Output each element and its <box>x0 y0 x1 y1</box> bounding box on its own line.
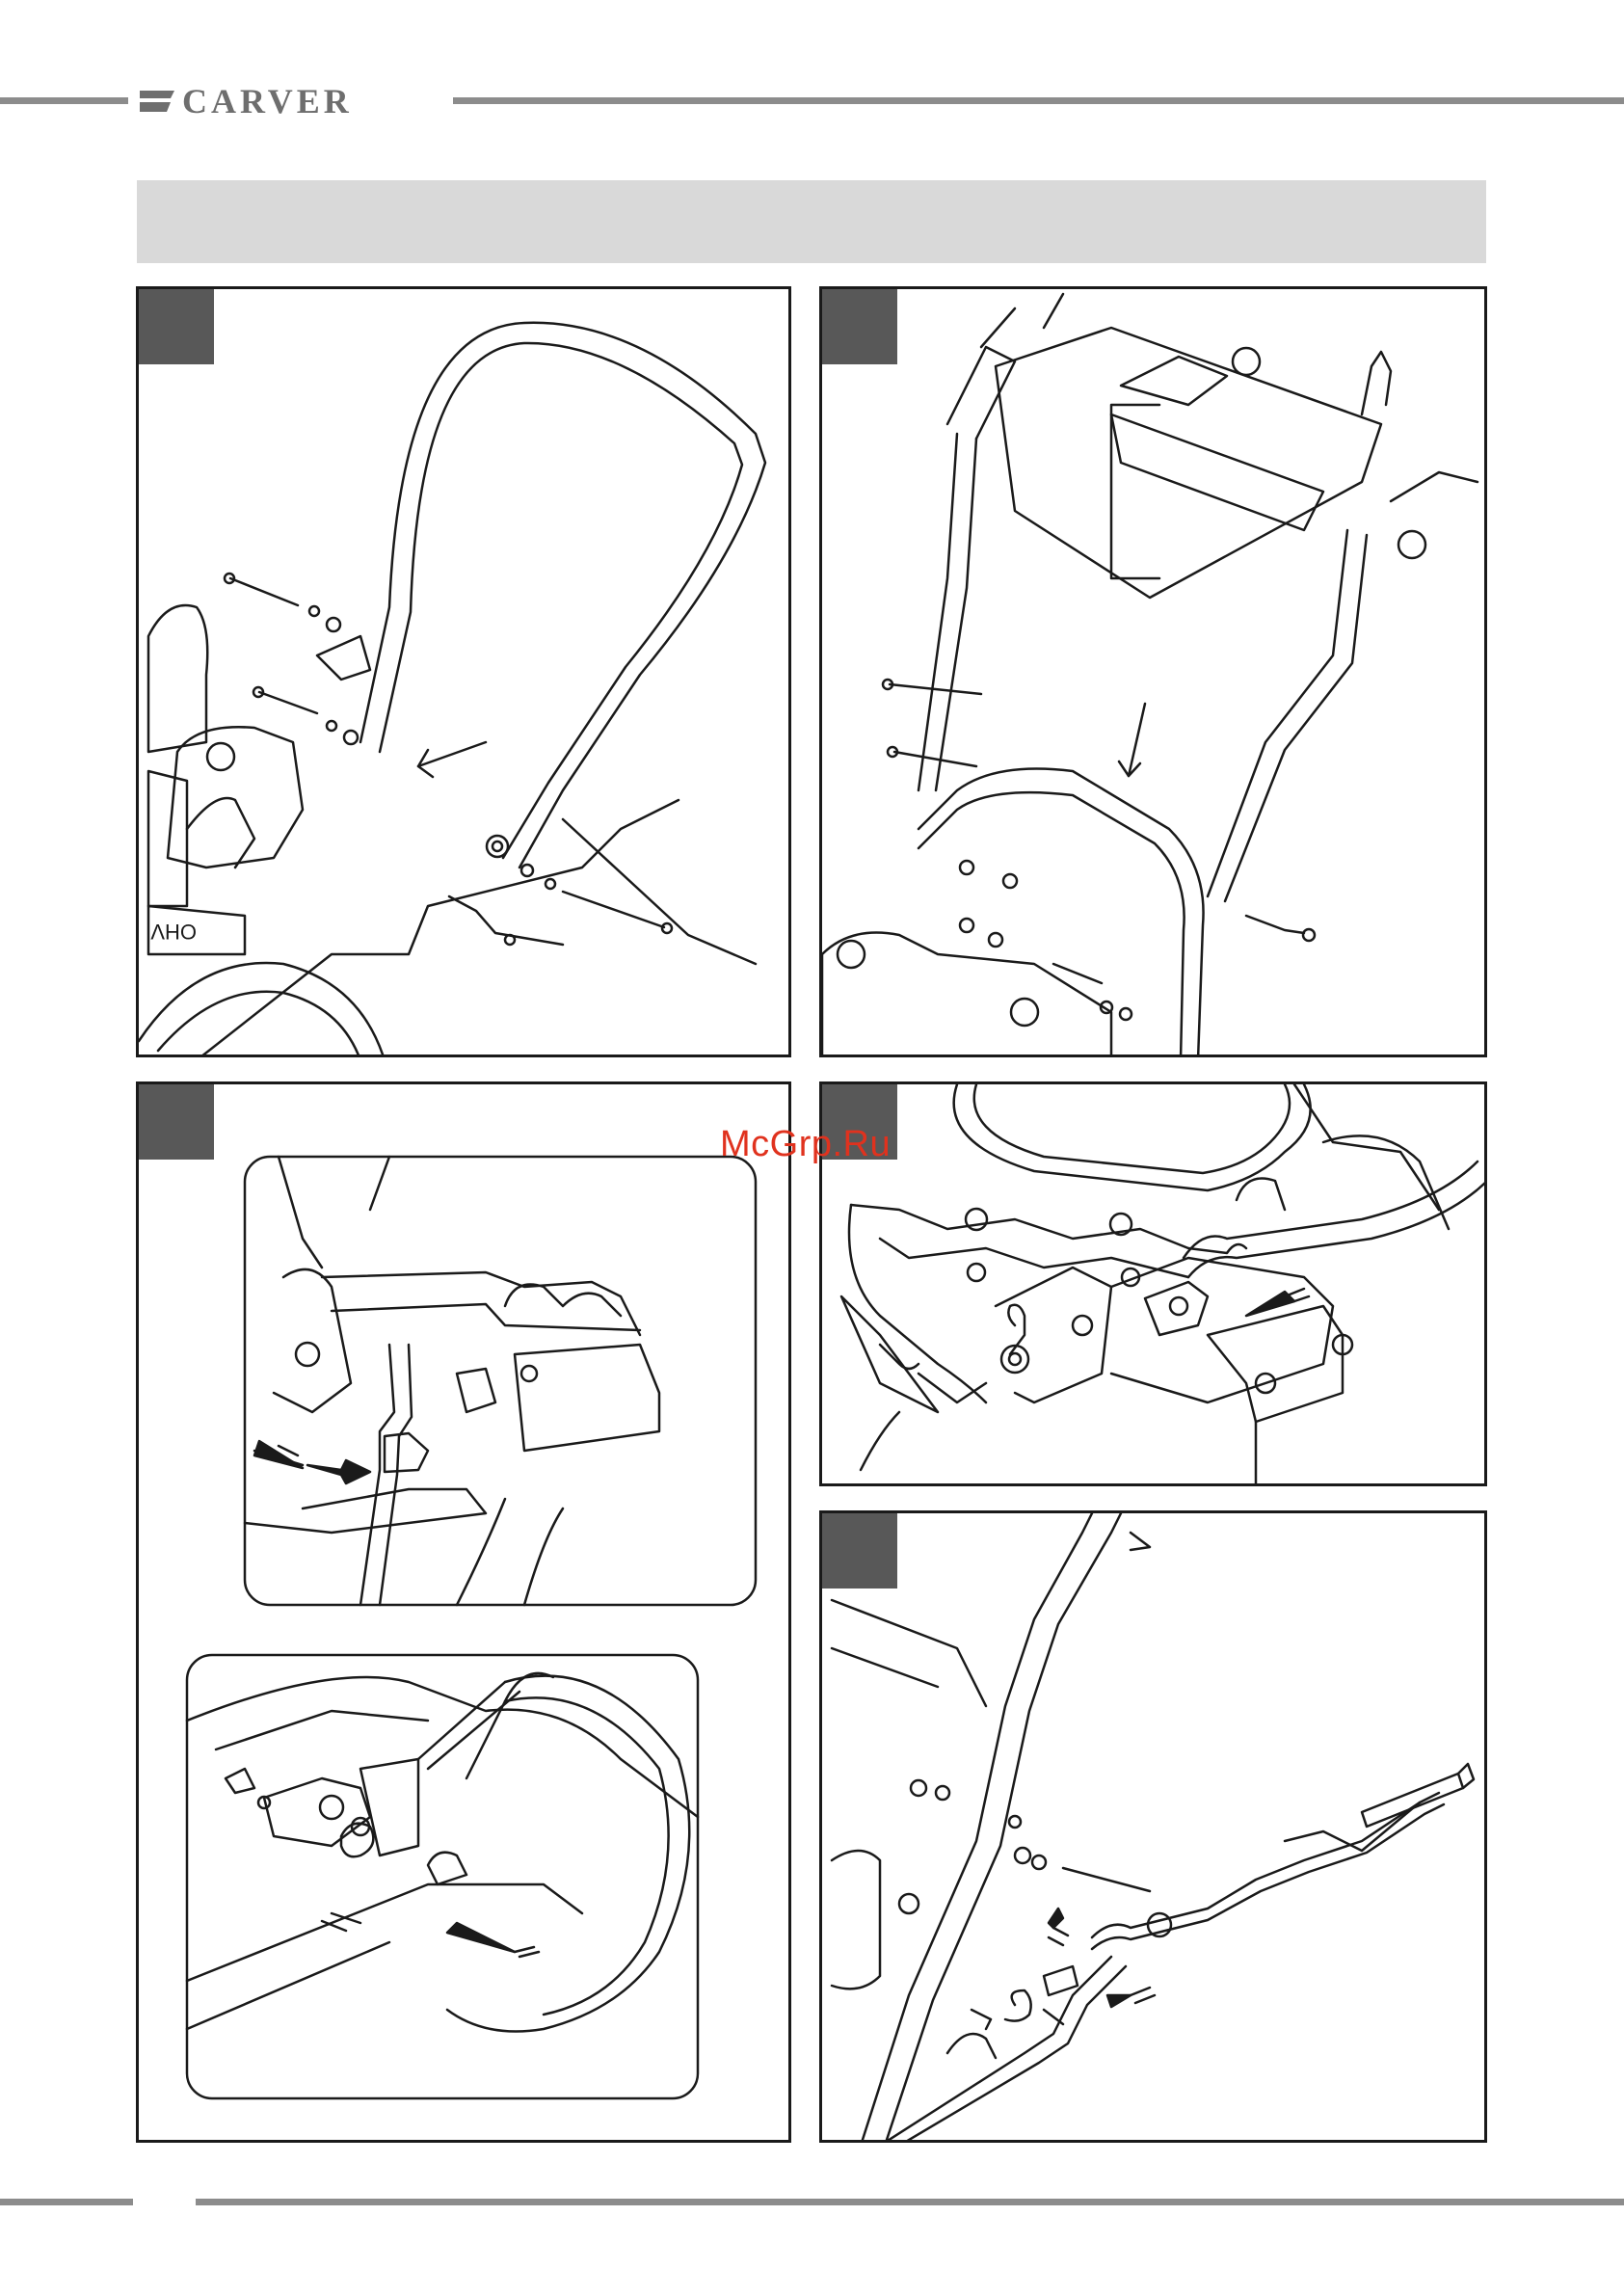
figure-panel-3 <box>136 1081 791 2143</box>
handle-assembly-illustration: OHV <box>139 289 791 1057</box>
brand-name: CARVER <box>182 85 353 118</box>
figure-panel-5 <box>819 1510 1487 2143</box>
svg-text:OHV: OHV <box>150 920 197 944</box>
watermark-text: McGrp.Ru <box>720 1124 891 1165</box>
figure-panel-2 <box>819 286 1487 1057</box>
brand-mark-icon <box>138 87 176 116</box>
brand-logo: CARVER <box>138 85 353 118</box>
footer-rule-right <box>196 2199 1624 2205</box>
upper-handle-illustration <box>822 289 1487 1057</box>
footer-rule-left <box>0 2199 133 2205</box>
figure-panel-1: OHV <box>136 286 791 1057</box>
figure-panel-4 <box>819 1081 1487 1486</box>
crank-rod-illustration <box>822 1513 1487 2143</box>
drive-rod-illustration <box>139 1084 791 2143</box>
header-rule-right <box>453 97 1624 104</box>
header-rule-left <box>0 97 128 104</box>
chute-linkage-illustration <box>822 1084 1487 1486</box>
section-banner <box>137 180 1486 263</box>
